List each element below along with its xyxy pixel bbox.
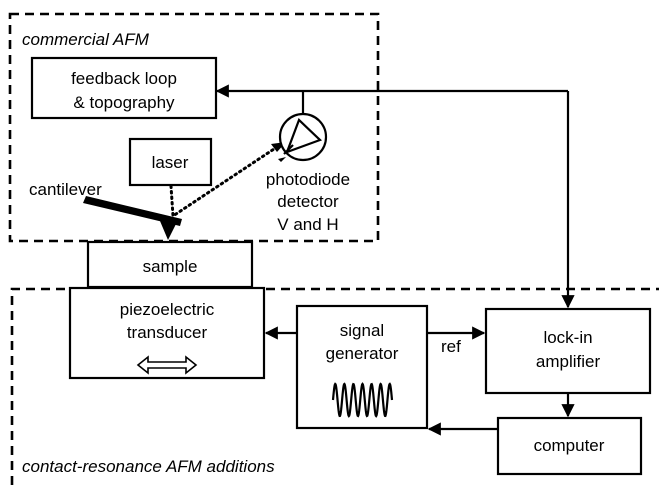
feedback-loop-block <box>30 56 218 120</box>
v-and-h-label: V and H <box>277 215 338 234</box>
cantilever-label: cantilever <box>29 180 102 199</box>
sample-block <box>86 240 254 289</box>
commercial-afm-region <box>8 12 380 243</box>
laser-label: laser <box>152 153 189 172</box>
computer-label: computer <box>534 436 605 455</box>
lock-in-label: lock-in <box>543 328 592 347</box>
laser-beam-path <box>169 143 282 219</box>
topography-label: & topography <box>73 93 175 112</box>
computer-block <box>496 416 643 476</box>
piezoelectric-label: piezoelectric <box>120 300 215 319</box>
cantilever-beam <box>83 196 182 226</box>
lock-in-amplifier-block <box>484 307 652 395</box>
generator-label: generator <box>326 344 399 363</box>
detector-label: detector <box>277 192 339 211</box>
photodiode-icon <box>278 112 328 162</box>
amplifier-label: amplifier <box>536 352 601 371</box>
feedback-loop-label: feedback loop <box>71 69 177 88</box>
transducer-label: transducer <box>127 323 208 342</box>
double-arrow-icon <box>136 355 198 375</box>
sine-wave-icon <box>331 382 394 418</box>
sample-label: sample <box>143 257 198 276</box>
commercial-afm-label: commercial AFM <box>22 30 150 49</box>
photodiode-label: photodiode <box>266 170 350 189</box>
cantilever-tip <box>160 221 176 240</box>
signal-label: signal <box>340 321 384 340</box>
signal-generator-block <box>295 304 429 430</box>
additions-label: contact-resonance AFM additions <box>22 457 275 476</box>
ref-label: ref <box>441 337 461 356</box>
additions-region <box>10 287 659 485</box>
